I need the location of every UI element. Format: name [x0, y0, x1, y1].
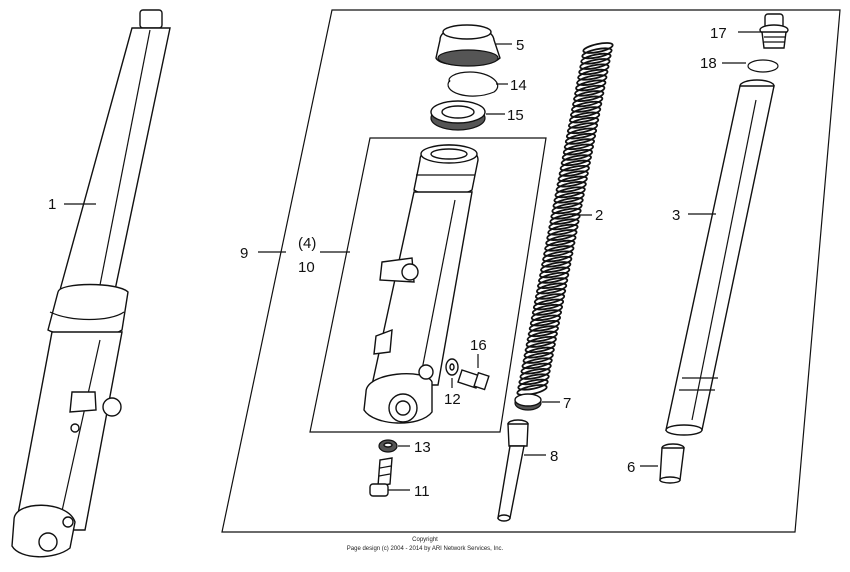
label-part-2: 2: [595, 207, 603, 224]
socket-bolt-11-drawing: [369, 457, 393, 497]
fork-slider-drawing: [363, 144, 479, 424]
label-part-12: 12: [444, 391, 461, 408]
leader-lines: [64, 31, 762, 491]
damper-rod-drawing: [497, 419, 529, 522]
oil-lock-piece-drawing: [659, 443, 685, 484]
label-part-1: 1: [48, 196, 56, 213]
circlip-drawing: [447, 71, 499, 97]
spring-seat-drawing: [514, 393, 542, 411]
label-part-18: 18: [700, 55, 717, 72]
dust-seal-drawing: [435, 24, 501, 67]
label-part-13: 13: [414, 439, 431, 456]
label-part-10: 10: [298, 259, 315, 276]
label-part-17: 17: [710, 25, 727, 42]
label-part-4: (4): [298, 235, 316, 252]
oil-seal-drawing: [430, 100, 486, 131]
label-part-11: 11: [414, 483, 430, 500]
label-part-5: 5: [516, 37, 524, 54]
fork-assembly-drawing: [11, 9, 171, 558]
label-part-15: 15: [507, 107, 524, 124]
washer-12-drawing: [445, 358, 459, 376]
assembly-frame: [221, 9, 841, 533]
bolt-16-drawing: [457, 369, 490, 391]
label-part-14: 14: [510, 77, 527, 94]
copyright-line-1: Copyright: [412, 537, 438, 543]
label-part-6: 6: [627, 459, 635, 476]
fork-tube-drawing: [665, 79, 775, 436]
o-ring-drawing: [747, 59, 779, 73]
label-part-7: 7: [563, 395, 571, 412]
label-part-3: 3: [672, 207, 680, 224]
subassembly-frame: [309, 137, 547, 433]
label-part-9: 9: [240, 245, 248, 262]
label-part-8: 8: [550, 448, 558, 465]
label-part-16: 16: [470, 337, 487, 354]
washer-13-drawing: [378, 439, 398, 453]
copyright-line-2: Page design (c) 2004 - 2014 by ARI Netwo…: [347, 546, 504, 552]
top-bolt-drawing: [759, 13, 789, 49]
